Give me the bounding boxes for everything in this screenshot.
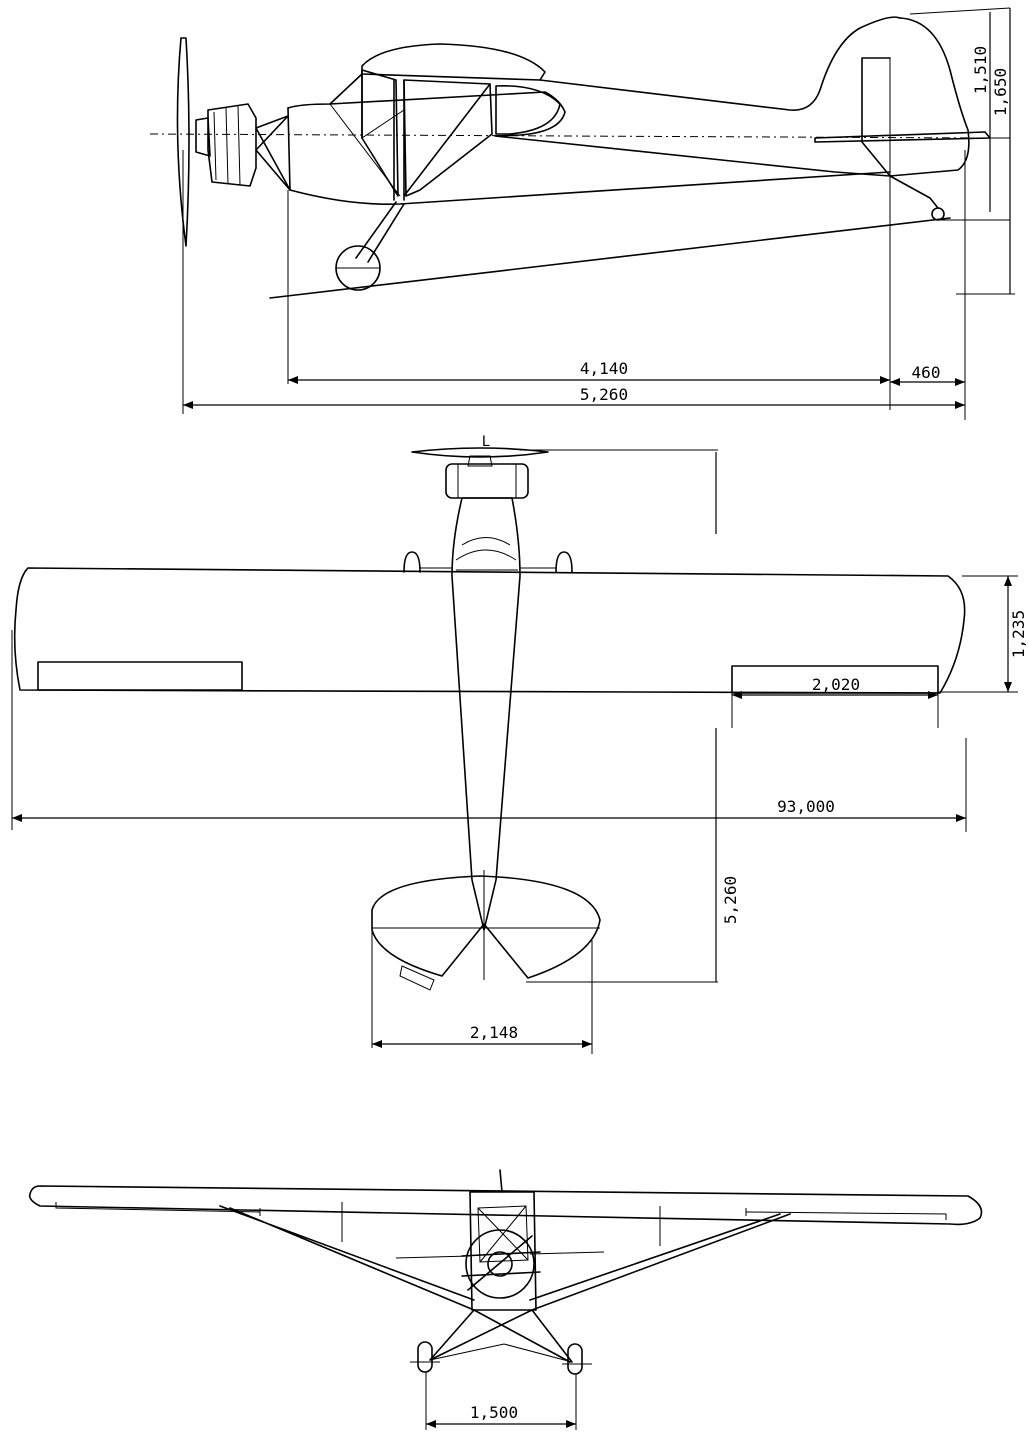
wheel-left [417,1341,433,1373]
aileron-left [37,661,243,691]
top-view: L 1,235 2,020 93,000 [11,434,1028,1054]
wing-front [28,1185,983,1226]
fuselage-side [287,91,893,206]
dim-wheel-track: 1,500 [470,1403,518,1422]
propeller-side [176,37,190,247]
dim-overall-height: 1,650 [991,68,1010,116]
propeller-top [411,447,549,458]
aileron-right [731,665,939,694]
dim-overall-length: 5,260 [580,385,628,404]
engine-cowling [207,103,257,187]
wing-side [361,43,546,81]
dim-aileron-span: 2,020 [812,675,860,694]
engine-front [465,1229,535,1299]
vertical-fin [861,17,970,177]
dim-wing-to-tail: 4,140 [580,359,628,378]
dim-tail-height: 1,510 [971,46,990,94]
dim-fuselage-length: 5,260 [721,876,740,924]
tailplane [371,875,601,979]
side-view: 1,510 1,650 4,140 460 5,260 [149,7,1015,420]
center-mark: L [482,434,490,450]
wheel-right [567,1343,583,1375]
front-view: 1,500 [28,1169,983,1430]
dim-tail-offset: 460 [912,363,941,382]
dim-tailplane-span: 2,148 [470,1023,518,1042]
fuselage-front [469,1191,537,1311]
dim-wing-chord: 1,235 [1009,610,1028,658]
dim-wingspan: 93,000 [777,797,835,816]
wing-planform [13,567,966,694]
fuselage-top [451,497,521,931]
